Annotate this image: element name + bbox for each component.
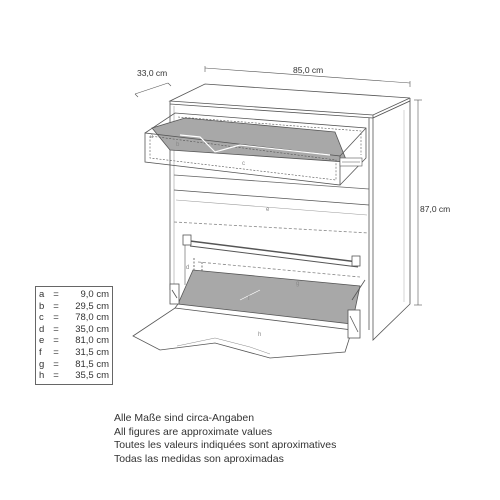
- legend-key: b: [39, 300, 45, 312]
- width-dimension-label: 85,0 cm: [293, 65, 323, 75]
- dimension-lines: [134, 66, 422, 306]
- note-spanish: Todas las medidas son aproximadas: [114, 452, 284, 465]
- legend-row-d: d = 35,0 cm: [39, 324, 109, 336]
- legend-equals: =: [53, 335, 59, 347]
- legend-key: h: [39, 370, 45, 382]
- legend-key: f: [39, 346, 42, 358]
- note-english: All figures are approximate values: [114, 425, 273, 438]
- width-dimension-line: [204, 67, 411, 84]
- legend-equals: =: [53, 346, 59, 358]
- depth-dimension-line: [134, 82, 169, 95]
- legend-value: 81,5 cm: [75, 358, 109, 370]
- approximate-values-notes: Alle Maße sind circa-Angaben All figures…: [114, 412, 336, 466]
- part-label-e: e: [266, 207, 270, 213]
- legend-key: e: [39, 335, 45, 347]
- shoe-rail-rod: [189, 245, 359, 268]
- legend-row-c: c = 78,0 cm: [39, 312, 109, 324]
- cabinet-body: [168, 83, 411, 341]
- legend-value: 29,5 cm: [75, 300, 109, 312]
- legend-equals: =: [53, 370, 59, 382]
- legend-value: 35,5 cm: [75, 370, 109, 382]
- legend-key: a: [39, 289, 45, 300]
- legend-value: 35,0 cm: [75, 323, 109, 335]
- part-label-f: f: [248, 296, 250, 302]
- legend-equals: =: [53, 300, 59, 312]
- legend-equals: =: [53, 323, 59, 335]
- legend-value: 81,0 cm: [75, 335, 109, 347]
- legend-row-a: a = 9,0 cm: [39, 289, 109, 301]
- note-french: Toutes les valeurs indiquées sont aproxi…: [114, 439, 337, 451]
- part-label-b: b: [176, 142, 180, 148]
- upper-drawer: [144, 112, 367, 186]
- legend-key: c: [39, 312, 44, 324]
- legend-row-e: e = 81,0 cm: [39, 335, 109, 347]
- legend-row-g: g = 81,5 cm: [39, 359, 109, 371]
- lower-compartment: [132, 234, 366, 359]
- right-side-panel: [372, 100, 411, 341]
- legend-row-f: f = 31,5 cm: [39, 347, 109, 359]
- part-label-h: h: [258, 332, 261, 338]
- shoe-rail-rod: [189, 240, 359, 263]
- flap-inner-panel: [177, 269, 361, 325]
- part-label-g: g: [296, 281, 299, 287]
- part-label-c: c: [242, 161, 245, 167]
- dimension-legend: a = 9,0 cm b = 29,5 cm c = 78,0 cm d = 35,0 cm e = 81,…: [35, 286, 113, 385]
- legend-row-h: h = 35,5 cm: [39, 370, 109, 382]
- legend-equals: =: [53, 289, 59, 300]
- legend-row-b: b = 29,5 cm: [39, 301, 109, 313]
- part-label-a: a: [150, 134, 154, 140]
- depth-dimension-label: 33,0 cm: [137, 68, 167, 78]
- legend-equals: =: [53, 358, 59, 370]
- legend-value: 31,5 cm: [75, 346, 109, 358]
- legend-value: 78,0 cm: [75, 312, 109, 324]
- top-panel: [168, 83, 411, 116]
- note-german: Alle Maße sind circa-Angaben: [114, 412, 255, 424]
- part-label-d: d: [186, 265, 189, 271]
- legend-key: g: [39, 358, 45, 370]
- legend-value: 9,0 cm: [80, 289, 109, 300]
- height-dimension-label: 87,0 cm: [420, 204, 450, 214]
- legend-key: d: [39, 323, 45, 335]
- legend-equals: =: [53, 312, 59, 324]
